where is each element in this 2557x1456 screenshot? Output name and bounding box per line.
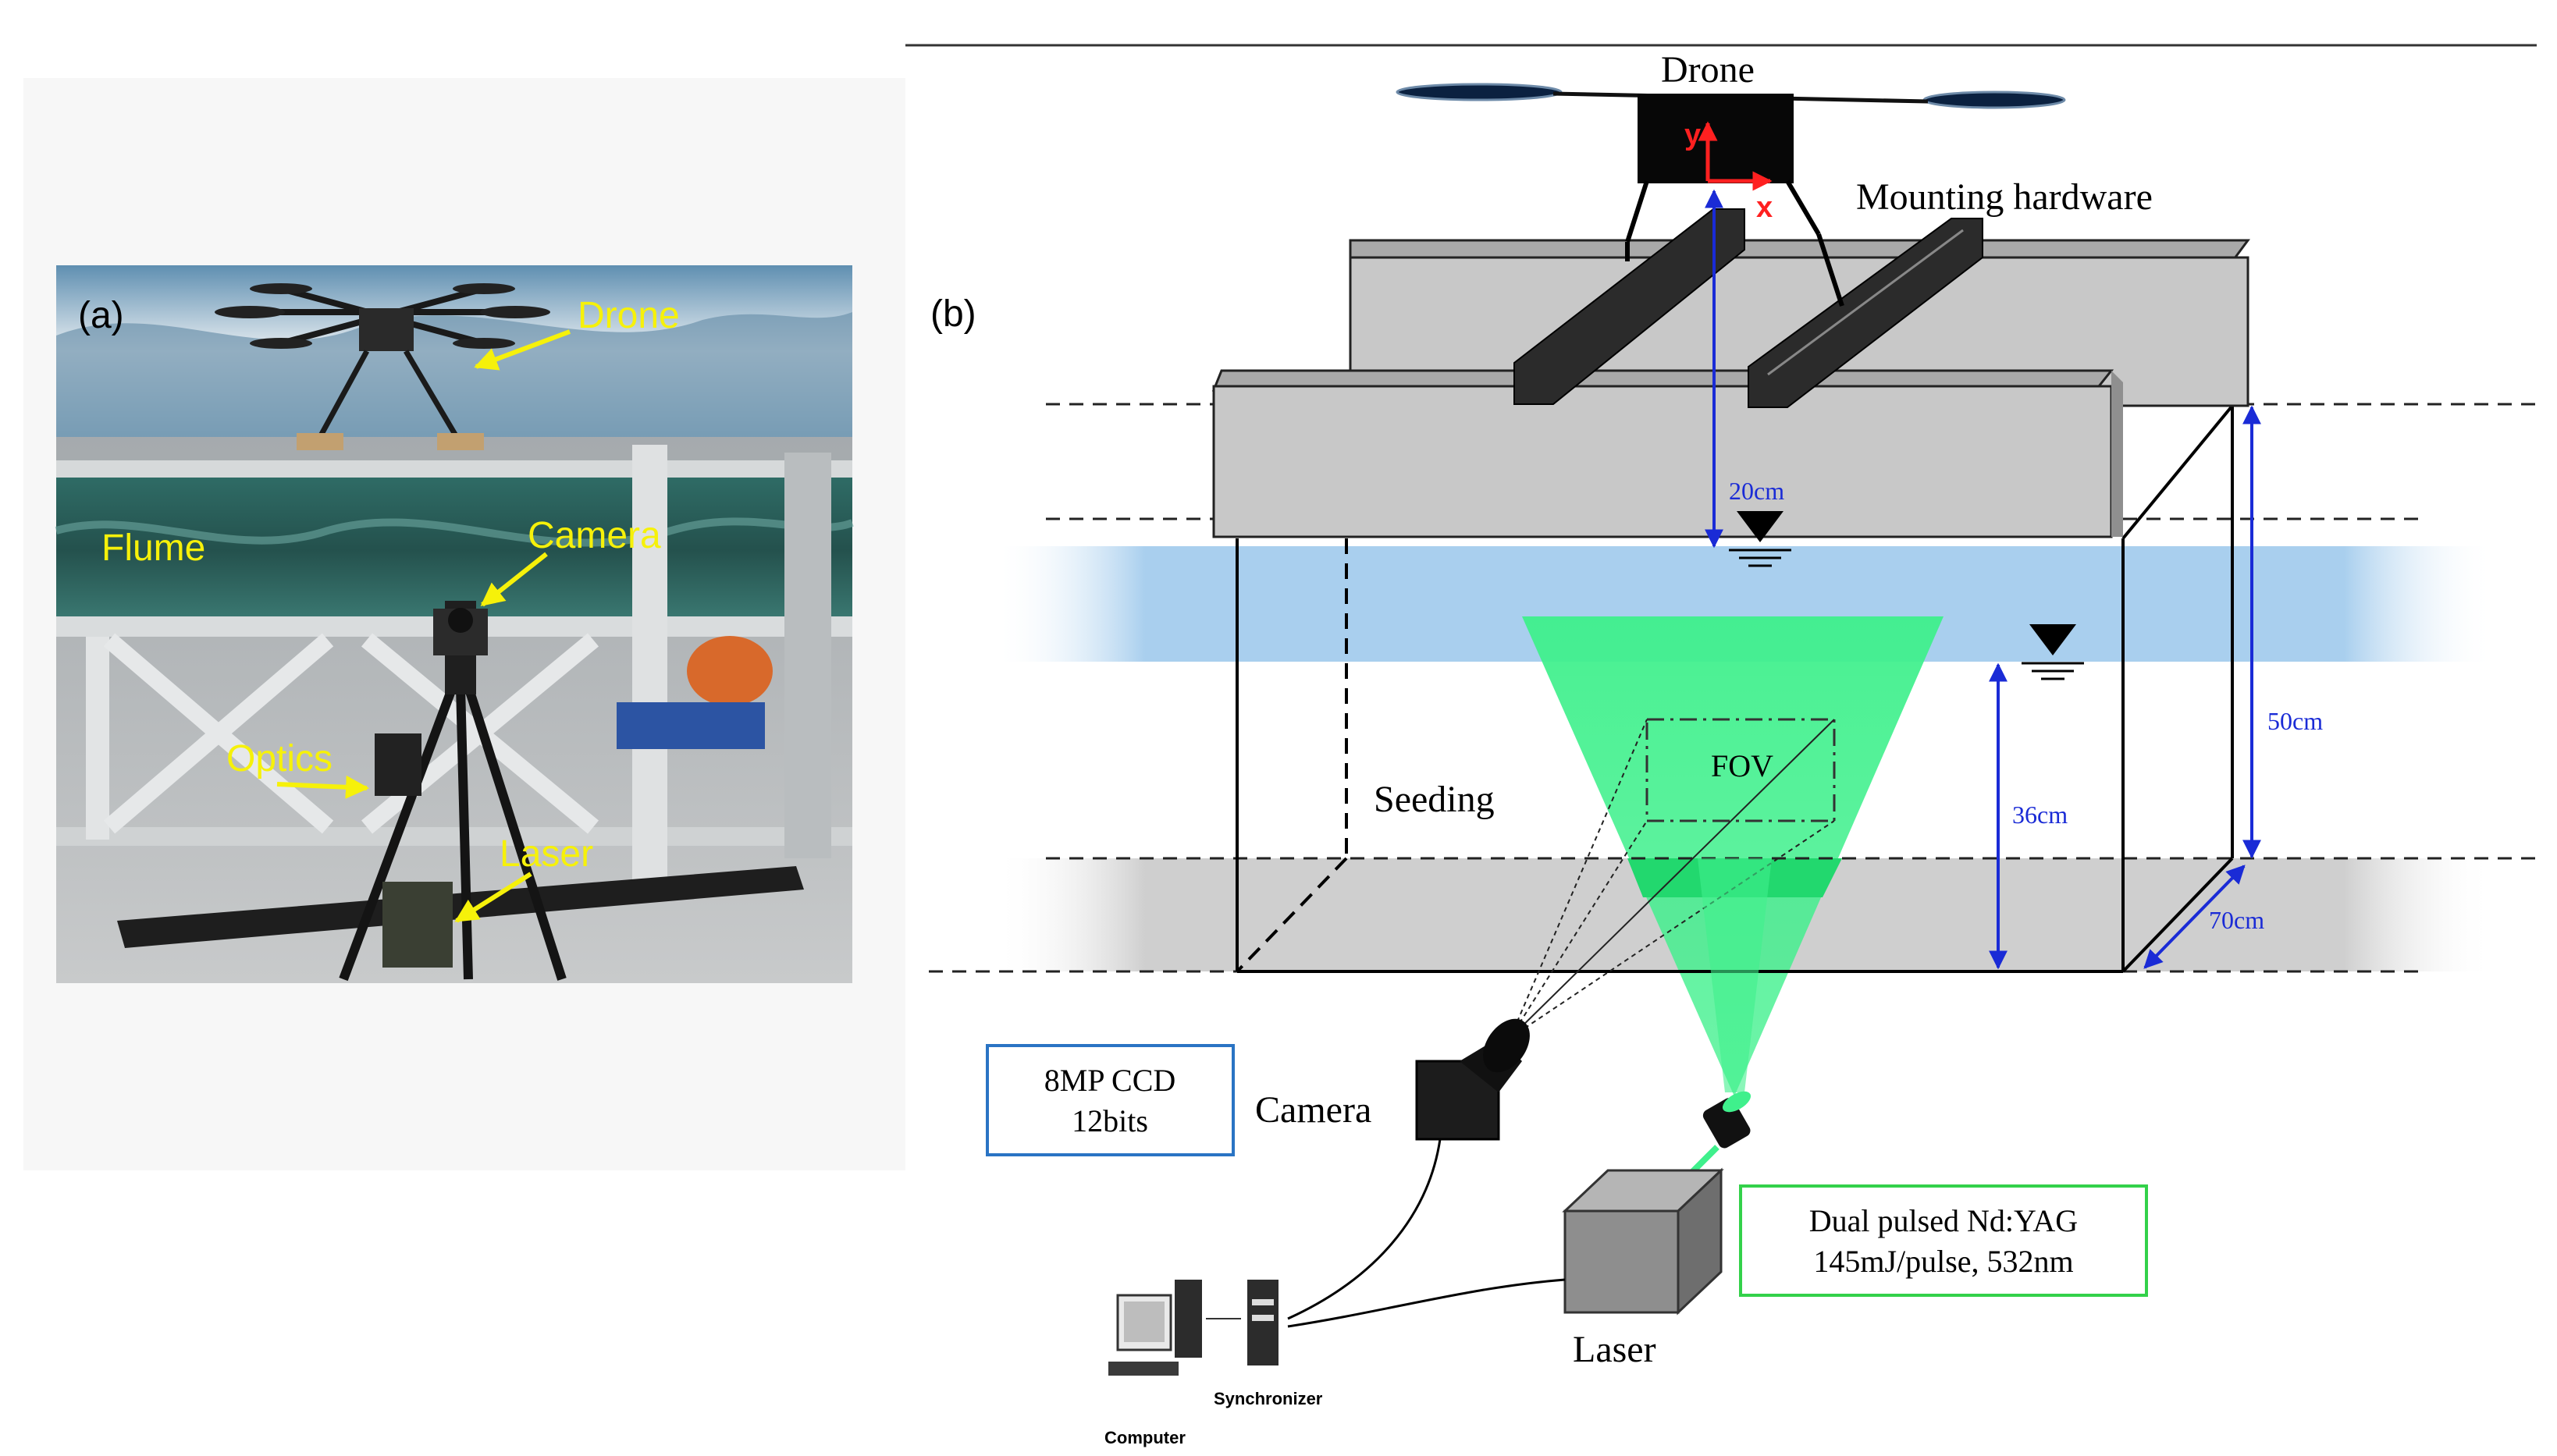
laser-source xyxy=(1562,1167,1724,1316)
photo-label-flume: Flume xyxy=(101,527,205,569)
frame-low-beam xyxy=(56,827,852,846)
laser-cable xyxy=(1287,1278,1566,1328)
water-level-symbol-1 xyxy=(1729,511,1791,567)
camera-pointer-arrow xyxy=(480,552,548,607)
drone-pointer-arrow xyxy=(474,329,571,371)
photo-label-camera: Camera xyxy=(528,515,661,556)
laser-pointer-arrow xyxy=(454,872,532,923)
laser-optics-head xyxy=(1702,1091,1751,1149)
tripod-leg-right xyxy=(464,685,567,981)
dim-20cm-label: 20cm xyxy=(1729,477,1784,505)
water-level-symbol-2 xyxy=(2022,624,2084,680)
camera-spec-box xyxy=(986,1044,1235,1156)
camera-view-rays xyxy=(1510,719,1835,1039)
camera-spec-line-2: 12bits xyxy=(1072,1103,1148,1138)
synchronizer-icon xyxy=(1247,1280,1278,1365)
drone-y-axis-label: y xyxy=(1684,119,1701,151)
camera-label: Camera xyxy=(1255,1089,1371,1131)
frame-top-beam xyxy=(56,460,852,478)
drone-x-axis-label: x xyxy=(1756,191,1773,224)
photo-label-laser: Laser xyxy=(500,833,593,875)
laser-beam xyxy=(1698,858,1772,1092)
pump-motor xyxy=(687,636,773,706)
flume-tank-outline xyxy=(1236,404,2234,973)
tripod-leg-mid xyxy=(456,686,473,980)
laser-sheet xyxy=(1522,616,1944,1096)
mounting-beam-front xyxy=(1211,369,2123,538)
camera-device xyxy=(1415,1018,1530,1141)
photo-label-optics: Optics xyxy=(226,738,333,779)
camera-cable xyxy=(1287,1138,1442,1320)
panel-b-schematic: (b) FOV xyxy=(905,44,2537,1447)
photo-laser xyxy=(382,882,453,968)
optics-pointer-arrow xyxy=(276,775,369,799)
tank-wave xyxy=(55,517,854,547)
photo-drone xyxy=(215,283,550,450)
seeding-label: Seeding xyxy=(1374,779,1495,820)
drone-body xyxy=(1638,94,1794,183)
laser-label: Laser xyxy=(1573,1329,1656,1370)
mural-wave xyxy=(56,312,852,437)
panel-a-photo: (a) Drone Flume Camera Optics Laser xyxy=(23,78,905,1170)
frame-post-right xyxy=(632,445,667,882)
tripod-leg-left xyxy=(339,684,457,982)
photo-label-drone: Drone xyxy=(578,295,680,336)
mounting-rail-right xyxy=(1748,218,1983,408)
flume-tank xyxy=(56,476,852,624)
panel-b-tag: (b) xyxy=(930,293,976,335)
mounting-hardware-label: Mounting hardware xyxy=(1856,176,2153,218)
propeller-left xyxy=(1396,83,1563,101)
frame-side-panel xyxy=(784,453,831,858)
synchronizer-label: Synchronizer xyxy=(1214,1389,1323,1408)
dim-50cm-label: 50cm xyxy=(2267,707,2323,735)
laser-spec-line-2: 145mJ/pulse, 532nm xyxy=(1813,1244,2073,1279)
camera-spec-line-1: 8MP CCD xyxy=(1044,1063,1176,1098)
photo-optics xyxy=(375,733,421,796)
computer-label: Computer xyxy=(1104,1428,1186,1447)
panel-a-tag: (a) xyxy=(78,295,124,336)
frame-post-left xyxy=(86,637,109,840)
laser-spec-line-1: Dual pulsed Nd:YAG xyxy=(1809,1203,2078,1238)
computer-icon xyxy=(1108,1280,1202,1376)
frame-diagonal-2 xyxy=(103,633,334,834)
drone-label: Drone xyxy=(1661,49,1755,91)
fov-box xyxy=(1645,718,1836,822)
pump-base xyxy=(617,702,765,749)
propeller-right xyxy=(1922,91,2066,109)
dim-70cm-arrow xyxy=(2143,865,2246,969)
photo-camera-lens xyxy=(448,608,473,633)
laser-spec-box xyxy=(1739,1184,2148,1297)
dim-36cm-label: 36cm xyxy=(2012,801,2068,829)
dim-70cm-label: 70cm xyxy=(2209,906,2264,934)
fov-label: FOV xyxy=(1711,748,1773,783)
